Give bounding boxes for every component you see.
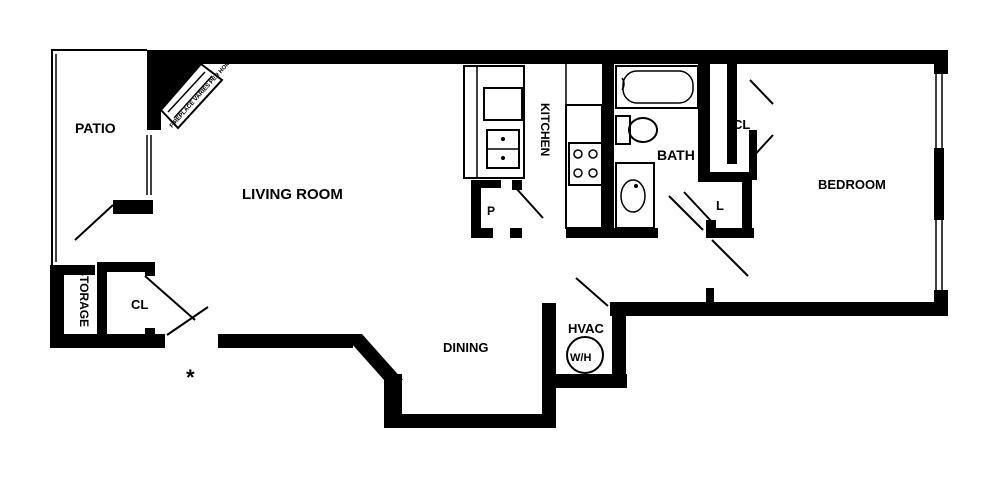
label-living-room: LIVING ROOM bbox=[242, 186, 343, 203]
entry-marker: * bbox=[186, 365, 195, 390]
doors bbox=[74, 79, 774, 336]
bath-fixtures bbox=[615, 65, 699, 229]
vanity bbox=[615, 162, 655, 229]
label-dining: DINING bbox=[443, 340, 489, 355]
label-pantry: P bbox=[487, 204, 495, 218]
kitchen-fixtures bbox=[463, 64, 603, 229]
label-hvac: HVAC bbox=[568, 321, 604, 336]
patio-outline bbox=[51, 49, 152, 265]
toilet-bowl bbox=[628, 117, 658, 143]
label-water-heater: W/H bbox=[570, 352, 591, 364]
label-closet-bath: CL bbox=[733, 117, 750, 132]
label-closet-entry: CL bbox=[131, 297, 148, 312]
walls bbox=[50, 50, 948, 428]
water-heater-symbol bbox=[566, 336, 604, 374]
label-kitchen: KITCHEN bbox=[538, 103, 552, 156]
bedroom-windows bbox=[935, 74, 943, 290]
toilet-tank bbox=[615, 115, 631, 145]
stove bbox=[568, 142, 603, 186]
fireplace bbox=[159, 62, 224, 130]
refrigerator bbox=[483, 87, 523, 121]
label-bedroom: BEDROOM bbox=[818, 177, 886, 192]
label-bath: BATH bbox=[657, 147, 695, 163]
label-patio: PATIO bbox=[75, 120, 116, 136]
label-storage: STORAGE bbox=[77, 268, 91, 327]
bathtub bbox=[615, 65, 699, 109]
label-linen: L bbox=[716, 198, 724, 213]
